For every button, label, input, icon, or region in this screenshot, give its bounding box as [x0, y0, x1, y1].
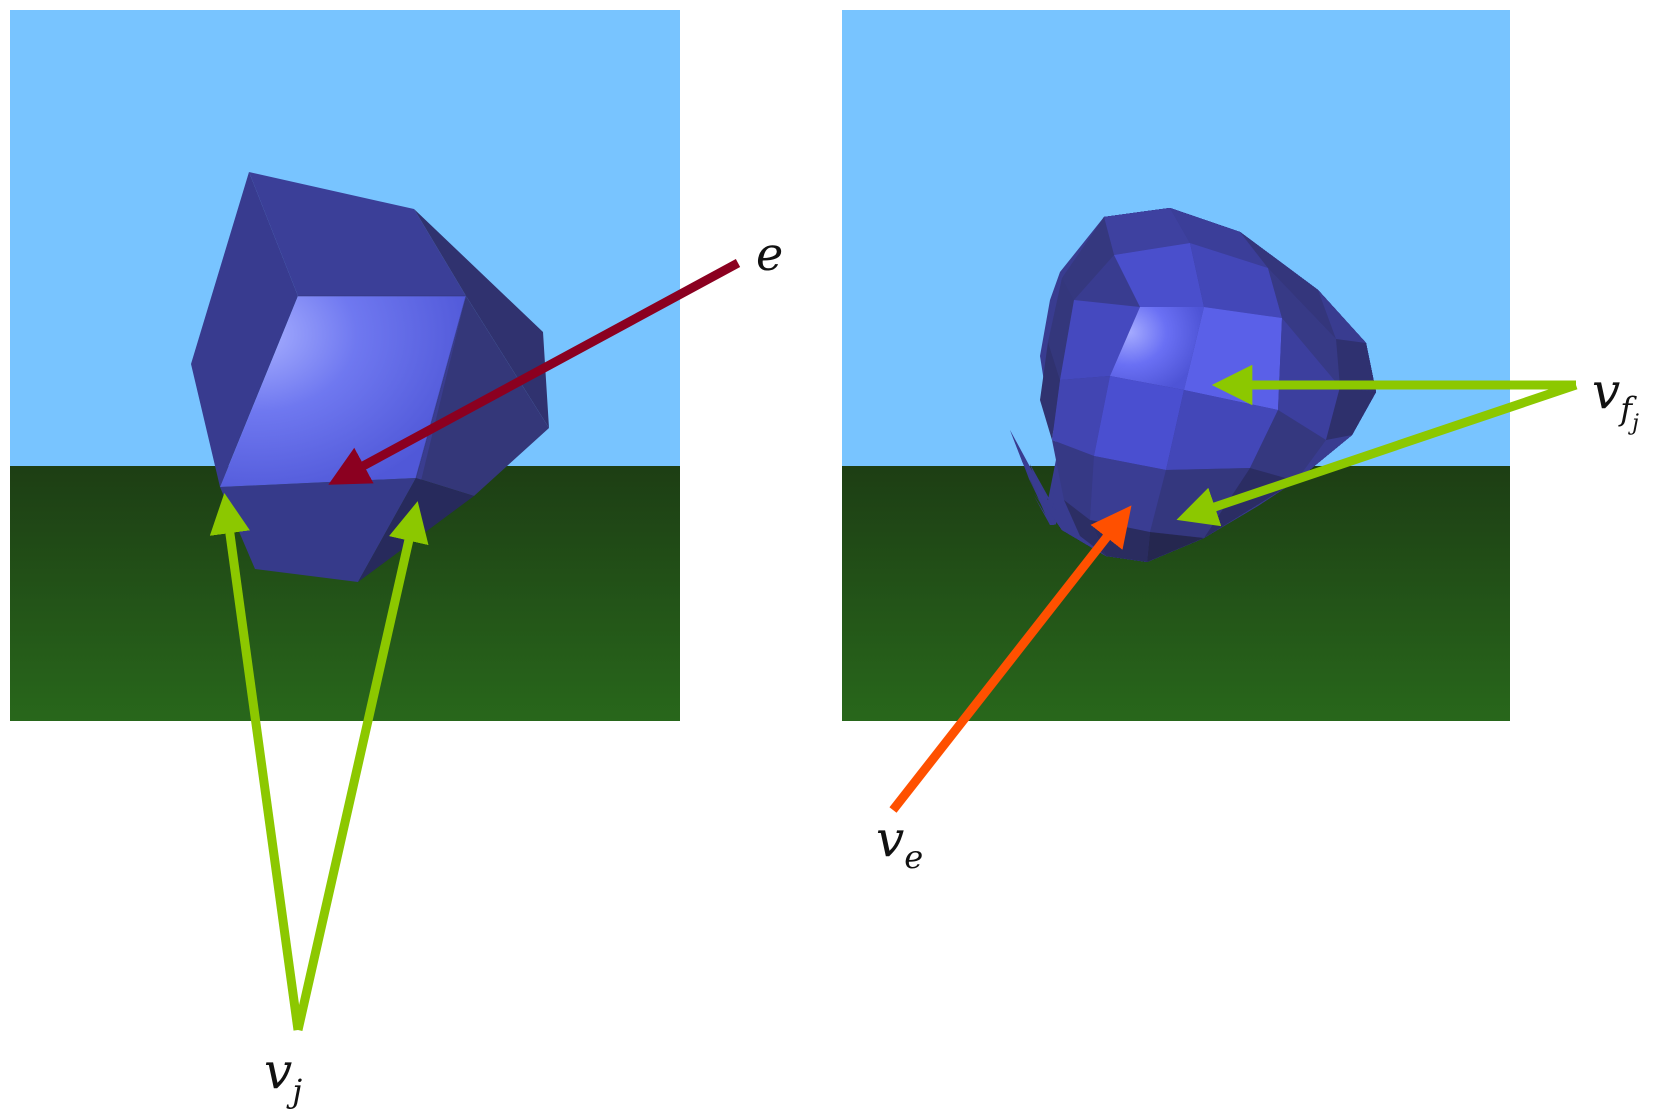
vertex-label-vj: vj	[264, 1042, 302, 1110]
face-vertex-label: vfj	[1592, 362, 1639, 436]
vertex-arrow-right	[293, 501, 429, 1031]
subdivided-mesh	[1010, 208, 1376, 562]
face-vertex-arrow-lower	[1176, 380, 1578, 527]
edge-vertex-label: ve	[876, 810, 923, 876]
edge-label: e	[756, 227, 783, 281]
vertex-arrow-left	[209, 492, 303, 1031]
highlighted-face	[1110, 307, 1204, 390]
edge-vertex-arrow	[889, 505, 1132, 813]
coarse-mesh	[191, 172, 549, 582]
edge-arrow	[328, 259, 741, 485]
right-panel: vfj ve	[842, 10, 1639, 876]
left-panel: e vj	[10, 10, 783, 1110]
